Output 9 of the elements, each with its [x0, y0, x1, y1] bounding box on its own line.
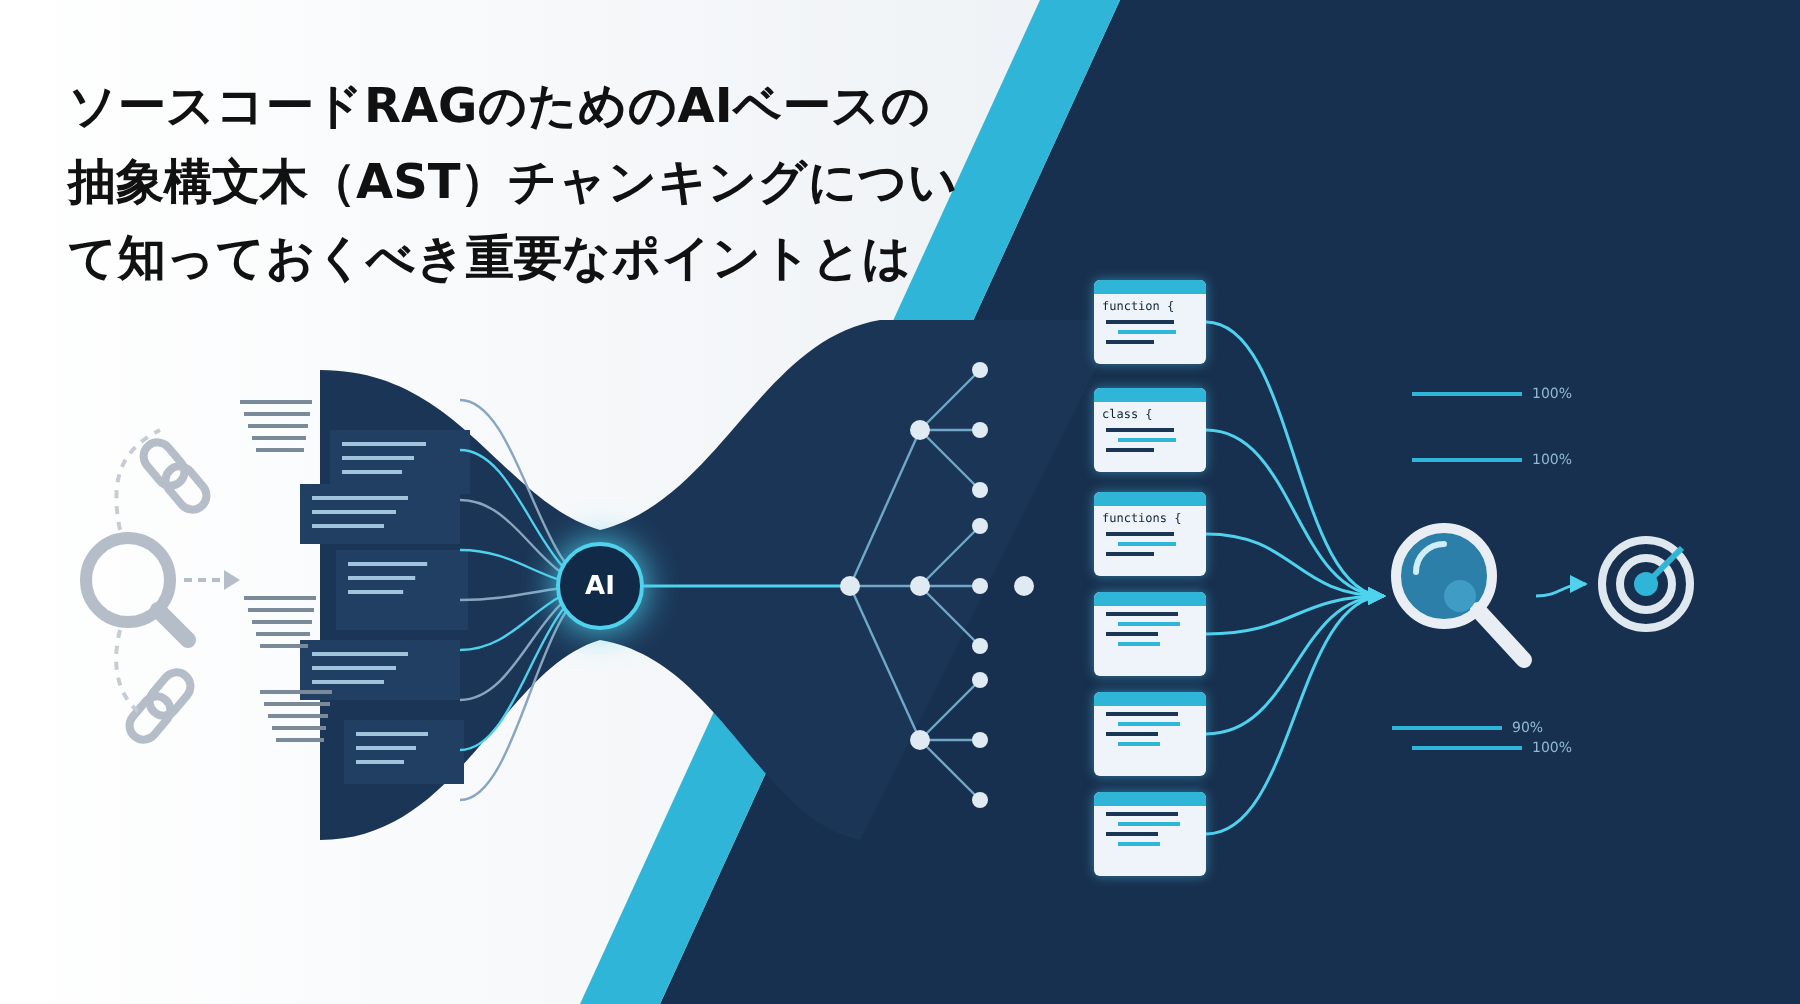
code-chunk-card [1094, 388, 1206, 472]
arrow [1535, 575, 1588, 598]
code-chunk-card [1094, 692, 1206, 776]
title: ソースコードRAGのためのAIベースの抽象構文木（AST）チャンキングについて知っておくべき重要なポイントとは [68, 76, 961, 290]
code-chunk-card [1094, 280, 1206, 364]
code-chunk-card [1094, 592, 1206, 676]
code-chunk-card [1094, 792, 1206, 876]
arrow [1205, 590, 1386, 836]
code-chunk-card [1094, 492, 1206, 576]
